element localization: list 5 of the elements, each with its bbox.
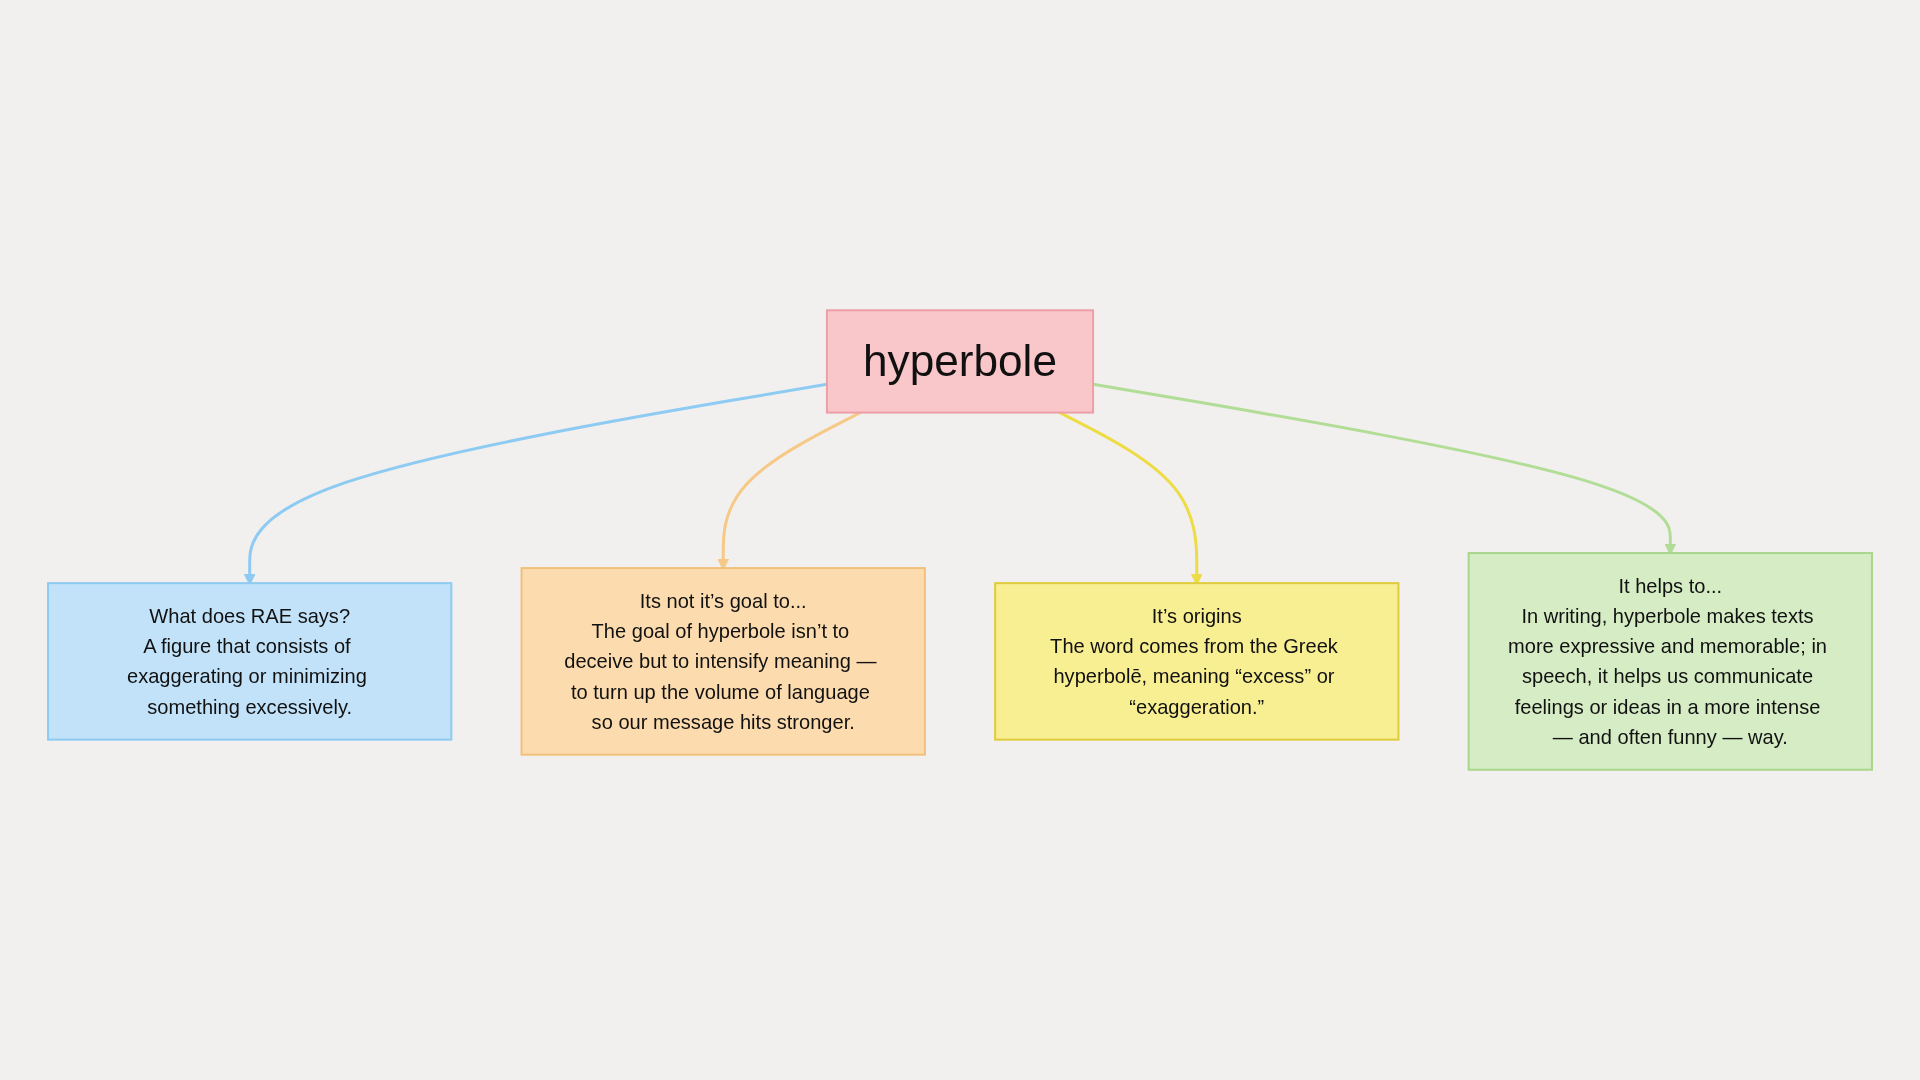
node-box: It helps to... In writing, hyperbole makes texts more expressive and memorable; in speech, it helps us communicate feelings or ideas in a more intense — and often funny — way. (1467, 552, 1873, 771)
node-box: What does RAE says? A figure that consists of exaggerating or minimizing something excessively. (47, 582, 453, 741)
node-box: Its not it’s goal to... The goal of hyperbole isn’t to deceive but to intensify meaning — to turn up the volume of language so our message hits stronger. (520, 567, 926, 756)
node-box: It’s origins The word comes from the Greek hyperbolē, meaning “excess” or “exaggeration.” (994, 582, 1400, 741)
node-box: hyperbole (825, 309, 1095, 414)
